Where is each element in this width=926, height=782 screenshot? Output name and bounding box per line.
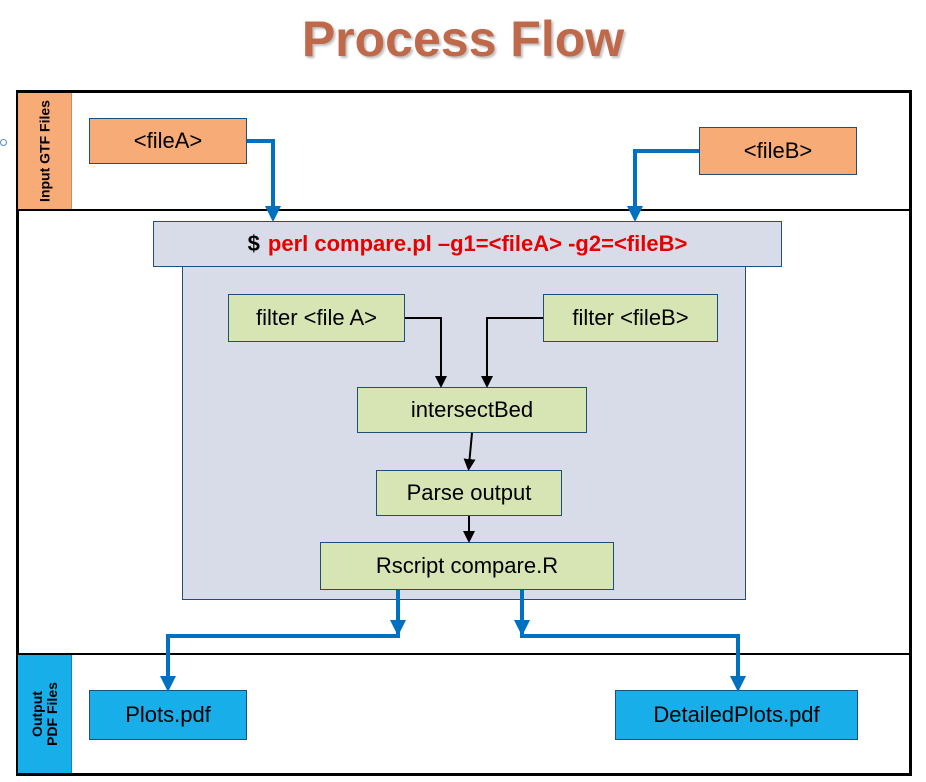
filter-b-box: filter <fileB>: [543, 294, 718, 342]
arrow-file-b-to-command: [627, 149, 699, 222]
command-prompt: $: [247, 231, 260, 256]
arrow-filter-b-to-intersect: [481, 317, 543, 388]
arrow-file-a-to-command: [247, 139, 281, 222]
connector-dot: [0, 139, 7, 146]
input-lane: Input GTF Files: [18, 93, 72, 209]
arrow-rscript-to-plots: [160, 590, 400, 692]
parse-output-box: Parse output: [376, 470, 562, 516]
arrow-intersect-to-parse: [463, 432, 476, 471]
arrow-rscript-to-detailed: [520, 590, 746, 692]
filter-a-box: filter <file A>: [228, 294, 405, 342]
lane-divider-top: [16, 209, 912, 211]
command-bar: $ perl compare.pl –g1=<fileA> -g2=<fileB…: [153, 221, 782, 267]
plots-pdf-box: Plots.pdf: [89, 690, 247, 740]
detailed-plots-pdf-box: DetailedPlots.pdf: [615, 690, 858, 740]
intersectbed-box: intersectBed: [357, 387, 587, 433]
lane-divider-bottom: [16, 653, 912, 655]
command-text: perl compare.pl –g1=<fileA> -g2=<fileB>: [267, 231, 688, 256]
file-b-box: <fileB>: [699, 127, 857, 175]
page-title: Process Flow: [301, 11, 625, 67]
file-a-box: <fileA>: [89, 118, 247, 164]
diagram-frame: [16, 90, 912, 776]
arrow-filter-a-to-intersect: [405, 317, 447, 388]
rscript-box: Rscript compare.R: [320, 542, 614, 590]
